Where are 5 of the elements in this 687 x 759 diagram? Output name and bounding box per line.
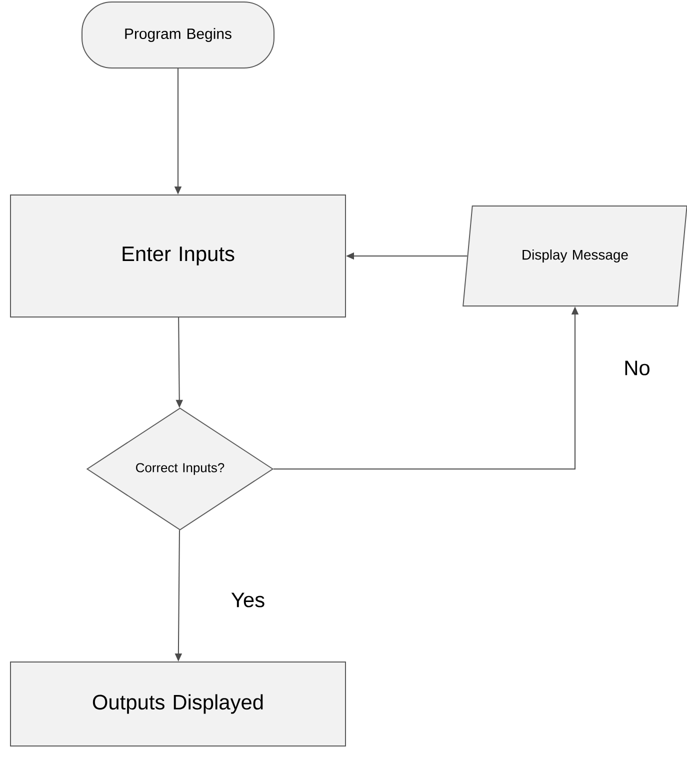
process-box: Outputs Displayed <box>10 662 346 746</box>
edge-label: Yes <box>228 590 268 610</box>
process-box: Enter Inputs <box>10 194 346 318</box>
edge-label: No <box>622 358 652 378</box>
data-parallelogram: Display Message <box>462 206 687 306</box>
